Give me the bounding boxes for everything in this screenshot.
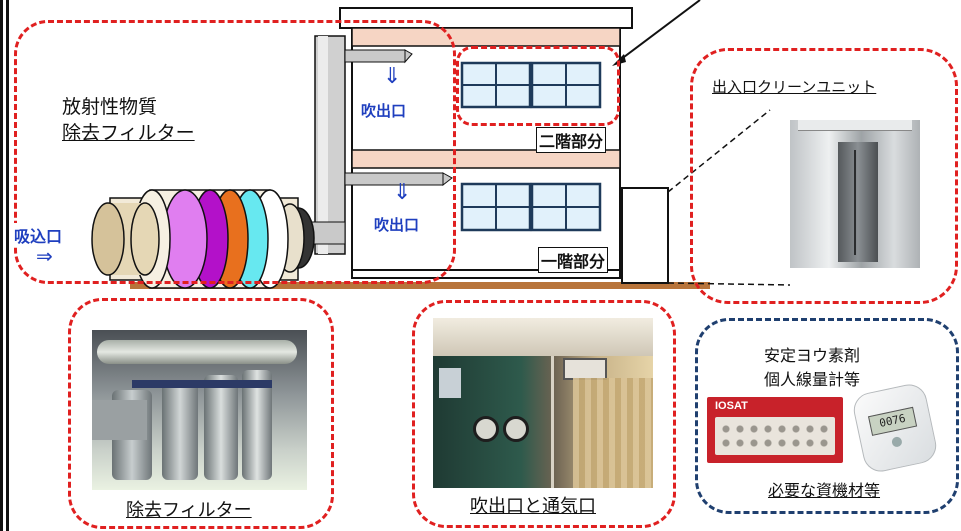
second-floor-label: 二階部分 [536,127,607,153]
supplies-caption: 必要な資機材等 [768,477,881,501]
removal-filter-photo [92,330,307,490]
down-arrow-lower: ⇓ [393,180,412,205]
outlet-lower-label: 吹出口 [374,216,420,234]
window-first-floor [460,182,602,232]
outlet-upper-label: 吹出口 [361,102,407,120]
clean-unit-region [690,48,958,304]
window-highlight-region [456,46,620,126]
supplies-line-2: 個人線量計等 [764,370,861,389]
removal-filter-region [68,298,334,529]
pointer-line [619,0,701,61]
left-border-inner [6,0,9,531]
dosimeter-display: 0076 [867,406,918,436]
entrance-box [621,187,669,284]
supplies-region [695,318,959,514]
down-arrow-upper: ⇓ [383,64,402,89]
outlet-vent-photo [433,318,653,488]
outlet-vent-region [412,300,676,528]
outlet-vent-caption: 吹出口と通気口 [470,492,596,518]
radioactive-filter-label-2: 除去フィルター [62,122,195,144]
left-border [0,0,3,531]
supplies-line-1: 安定ヨウ素剤 [764,346,861,365]
filter-system-region [14,20,456,284]
removal-filter-caption: 除去フィルター [126,496,252,522]
clean-unit-label: 出入口クリーンユニット [712,78,877,96]
inlet-label: 吸込口 [14,223,63,247]
inlet-arrow: ⇒ [36,244,53,268]
filter-unit [91,189,315,289]
iodine-tablet-pack: IOSAT [707,397,843,463]
slab-middle [351,149,621,169]
iosat-brand: IOSAT [715,400,748,412]
clean-unit-photo [790,120,920,268]
radioactive-filter-label-1: 放射性物質 [62,96,158,118]
first-floor-label: 一階部分 [538,247,609,273]
building-diagram [91,0,791,289]
window-second-floor [460,61,602,109]
ground-line [130,282,710,289]
